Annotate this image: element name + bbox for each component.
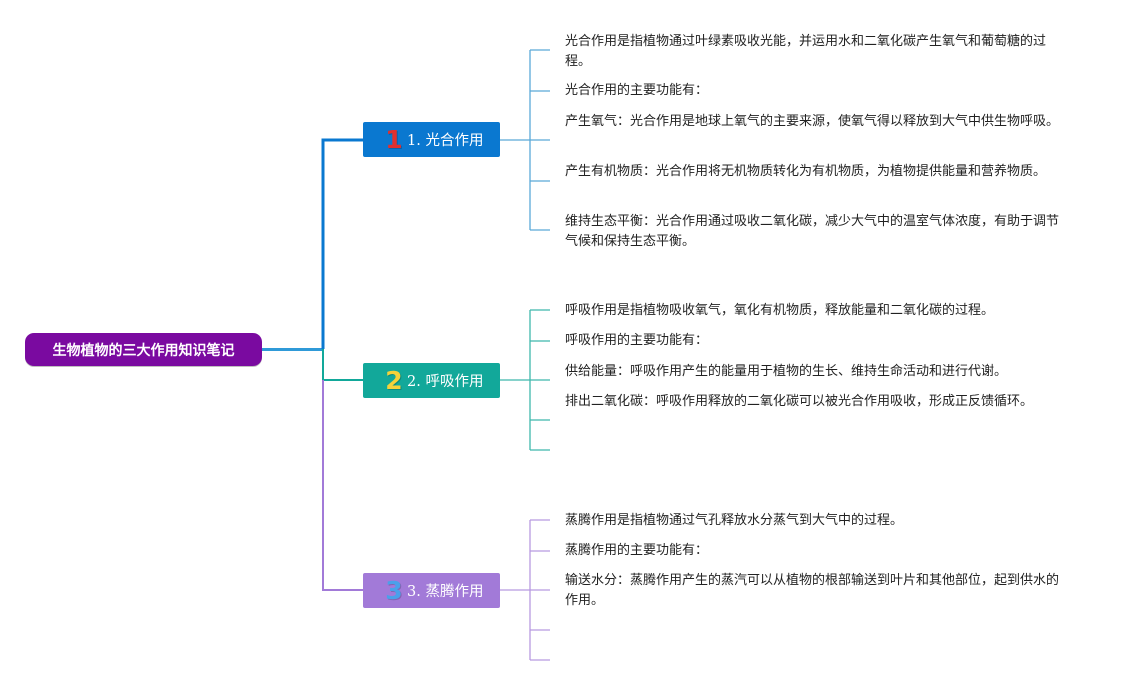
branch-photosynthesis[interactable]: 1 1. 光合作用 [363,122,500,157]
leaf-respiration-energy[interactable]: 供给能量：呼吸作用产生的能量用于植物的生长、维持生命活动和进行代谢。 [565,364,1008,379]
root-topic[interactable]: 生物植物的三大作用知识笔记 [25,333,262,366]
leaf-lines-branch-1 [500,49,550,231]
trunk-branch-1 [321,138,363,349]
branch-label: 3. 蒸腾作用 [407,584,484,600]
leaf-lines-branch-3 [500,519,550,661]
leaf-photosynthesis-functions-heading[interactable]: 光合作用的主要功能有： [565,83,709,98]
leaf-respiration-functions-heading[interactable]: 呼吸作用的主要功能有： [565,333,709,348]
number-three-icon: 3 [385,576,403,605]
leaf-photosynthesis-oxygen[interactable]: 产生氧气：光合作用是地球上氧气的主要来源，使氧气得以释放到大气中供生物呼吸。 [565,114,1060,129]
branch-label: 2. 呼吸作用 [407,374,484,390]
leaf-photosynthesis-ecological-balance[interactable]: 维持生态平衡：光合作用通过吸收二氧化碳，减少大气中的温室气体浓度，有助于调节气候… [565,214,1060,249]
leaf-respiration-definition[interactable]: 呼吸作用是指植物吸收氧气，氧化有机物质，释放能量和二氧化碳的过程。 [565,303,995,318]
branch-respiration[interactable]: 2 2. 呼吸作用 [363,363,500,398]
leaf-transpiration-functions-heading[interactable]: 蒸腾作用的主要功能有： [565,543,709,558]
number-two-icon: 2 [385,366,403,395]
trunk-branch-2 [322,349,363,381]
branch-transpiration[interactable]: 3 3. 蒸腾作用 [363,573,500,608]
number-one-icon: 1 [385,125,403,154]
root-title: 生物植物的三大作用知识笔记 [52,342,235,359]
leaf-respiration-carbon-dioxide[interactable]: 排出二氧化碳：呼吸作用释放的二氧化碳可以被光合作用吸收，形成正反馈循环。 [565,394,1034,409]
trunk-branch-3 [322,380,363,591]
leaf-photosynthesis-definition[interactable]: 光合作用是指植物通过叶绿素吸收光能，并运用水和二氧化碳产生氧气和葡萄糖的过程。 [565,34,1047,69]
branch-label: 1. 光合作用 [407,133,484,149]
leaf-transpiration-water-transport[interactable]: 输送水分：蒸腾作用产生的蒸汽可以从植物的根部输送到叶片和其他部位，起到供水的作用… [565,573,1060,608]
leaf-photosynthesis-organic-matter[interactable]: 产生有机物质：光合作用将无机物质转化为有机物质，为植物提供能量和营养物质。 [565,164,1047,179]
leaf-transpiration-definition[interactable]: 蒸腾作用是指植物通过气孔释放水分蒸气到大气中的过程。 [565,513,904,528]
leaf-lines-branch-2 [500,309,550,451]
